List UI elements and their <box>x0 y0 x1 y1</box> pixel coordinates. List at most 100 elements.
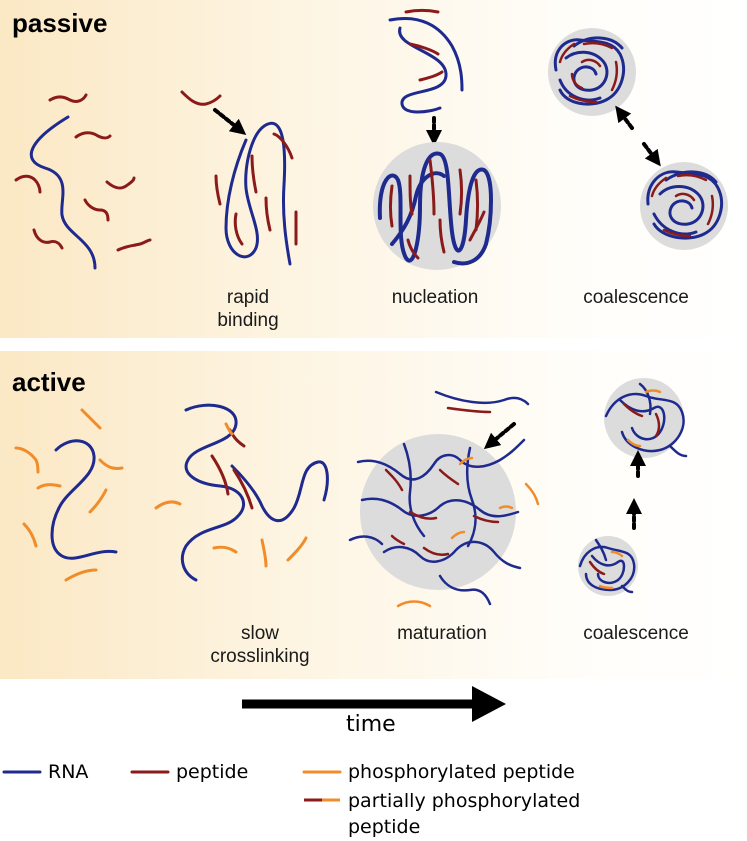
phospho-peptide <box>498 505 514 510</box>
bound-peptide <box>676 173 708 182</box>
bound-peptide <box>662 228 692 238</box>
passive-title: passive <box>12 8 108 38</box>
peptide <box>404 9 440 14</box>
legend-label-partial: partially phosphorylated peptide <box>348 790 581 838</box>
rna-strand <box>50 439 118 560</box>
rna-strand <box>564 50 609 92</box>
binding-arrow <box>213 108 247 135</box>
partial-peptide <box>384 468 404 492</box>
peptide <box>48 93 88 103</box>
passive-free-state <box>14 93 152 270</box>
phospho-peptide <box>458 456 474 466</box>
bound-peptide <box>570 72 584 90</box>
partial-peptide <box>210 454 230 496</box>
rna-strand <box>360 497 520 518</box>
phospho-peptide <box>286 536 308 562</box>
legend-label-rna: RNA <box>48 761 89 783</box>
bound-peptide <box>468 210 486 242</box>
phospho-peptide <box>396 600 432 608</box>
phospho-peptide <box>260 538 268 568</box>
phospho-peptide <box>22 522 38 548</box>
partial-peptide <box>390 534 406 546</box>
phospho-peptide <box>450 530 466 540</box>
rna-strand <box>230 460 329 522</box>
peptide <box>14 174 42 194</box>
rna-strand <box>390 171 446 246</box>
bound-peptide <box>610 60 619 92</box>
partial-peptide <box>422 546 450 556</box>
phospho-peptide <box>626 438 642 448</box>
rna-strand <box>594 538 634 594</box>
maturation-arrow <box>483 422 516 450</box>
rna-strand <box>466 446 477 548</box>
rna-strand <box>590 554 626 585</box>
rna-strand <box>29 115 97 270</box>
legend-swatches <box>2 770 342 802</box>
phospho-peptide <box>36 483 62 490</box>
coalescence-arrow <box>615 105 634 130</box>
rna-strand <box>377 151 493 266</box>
active-title: active <box>12 367 86 397</box>
rna-strand <box>658 185 705 226</box>
partial-peptide <box>654 412 661 438</box>
bound-peptide <box>568 94 598 104</box>
phospho-peptide <box>88 488 108 514</box>
partial-peptide <box>588 560 606 576</box>
bound-peptide <box>650 176 668 198</box>
peptide <box>408 42 440 56</box>
peptide <box>418 70 444 82</box>
time-axis-label: time <box>346 712 396 737</box>
phospho-peptide <box>598 584 614 590</box>
bound-peptide <box>214 174 222 206</box>
bound-peptide <box>458 168 463 216</box>
bound-peptide <box>438 218 446 254</box>
stage-label-rapid-binding: rapid binding <box>217 287 279 331</box>
phospho-peptide <box>64 568 98 582</box>
peptide <box>116 238 152 252</box>
partial-peptide <box>622 402 644 418</box>
rna-strand <box>646 170 723 240</box>
stage-label-slow-crosslinking: slow crosslinking <box>210 623 310 667</box>
rna-strand <box>398 26 448 114</box>
phospho-peptide <box>644 389 662 394</box>
rna-strand <box>578 545 636 592</box>
stage-label-coalescence-active: coalescence <box>583 623 689 644</box>
stage-label-coalescence-passive: coalescence <box>583 287 689 308</box>
rna-strand <box>356 438 526 481</box>
rna-strand <box>438 574 492 606</box>
rna-strand <box>180 403 245 582</box>
stage-label-maturation: maturation <box>397 623 487 644</box>
partial-peptide <box>446 406 492 414</box>
partial-peptide <box>408 510 438 520</box>
bound-peptide <box>428 158 436 216</box>
bound-peptide <box>233 212 244 246</box>
bound-peptide <box>582 41 614 50</box>
bound-peptide <box>580 58 602 68</box>
time-arrow <box>242 686 506 722</box>
peptide <box>105 176 136 190</box>
legend-label-phosphorylated: phosphorylated peptide <box>348 761 575 783</box>
bound-peptide <box>272 132 294 160</box>
bound-peptide <box>406 238 420 260</box>
partial-peptide <box>438 468 460 486</box>
active-maturation-state <box>348 390 540 608</box>
phospho-peptide <box>14 446 40 474</box>
phospho-peptide <box>610 550 624 558</box>
active-coalescence-state <box>578 378 688 596</box>
coalescence-arrow <box>642 142 661 167</box>
bound-peptide <box>264 196 272 232</box>
phospho-peptide <box>98 458 124 470</box>
rna-strand <box>224 121 292 266</box>
droplet <box>604 378 684 458</box>
phospho-peptide <box>224 422 234 436</box>
rna-strand <box>388 17 464 92</box>
rna-strand <box>382 540 522 570</box>
rna-strand <box>553 38 625 106</box>
rna-strand <box>434 390 530 406</box>
partial-peptide <box>232 468 254 510</box>
phospho-peptide <box>154 500 182 510</box>
bound-peptide <box>474 178 479 232</box>
bound-peptide <box>706 194 715 226</box>
bound-peptide <box>674 192 696 202</box>
